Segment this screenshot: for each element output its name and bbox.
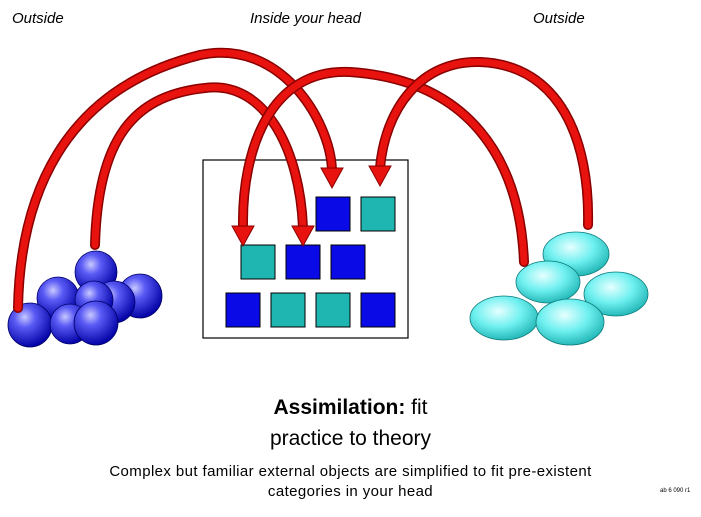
category-square (240, 244, 276, 280)
arrowhead (291, 225, 315, 248)
category-square (315, 292, 351, 328)
arrowhead (320, 167, 344, 190)
blue-spheres-cluster (7, 250, 163, 348)
arrows (13, 47, 594, 313)
category-square (360, 196, 396, 232)
cyan-oval (535, 298, 605, 346)
arrow-path (376, 58, 592, 229)
assimilation-diagram (7, 47, 649, 348)
category-square (360, 292, 396, 328)
category-grid (225, 196, 396, 328)
cyan-oval (515, 260, 581, 304)
category-square (330, 244, 366, 280)
cyan-ovals-cluster (469, 231, 649, 346)
cyan-oval (583, 271, 649, 317)
arrow-path (91, 83, 307, 249)
category-square (285, 244, 321, 280)
arrow-path (14, 49, 336, 312)
label-outside-right: Outside (533, 10, 585, 27)
arrowhead (231, 225, 255, 248)
corner-code: ab 6 090 r1 (660, 488, 691, 494)
category-square (270, 292, 306, 328)
cyan-oval (469, 295, 539, 341)
label-inside-your-head: Inside your head (250, 10, 361, 27)
label-outside-left: Outside (12, 10, 64, 27)
caption-line1: Complex but familiar external objects ar… (109, 463, 592, 480)
caption-line2: categories in your head (267, 483, 434, 500)
title-rest: fit (405, 396, 428, 419)
blue-sphere (73, 300, 119, 346)
category-square (225, 292, 261, 328)
arrow-path (239, 68, 528, 266)
page-title-line2: practice to theory (269, 427, 432, 450)
arrowhead (368, 165, 392, 188)
page-title: Assimilation: fit (0, 396, 701, 420)
category-square (315, 196, 351, 232)
title-bold: Assimilation: (273, 396, 406, 419)
